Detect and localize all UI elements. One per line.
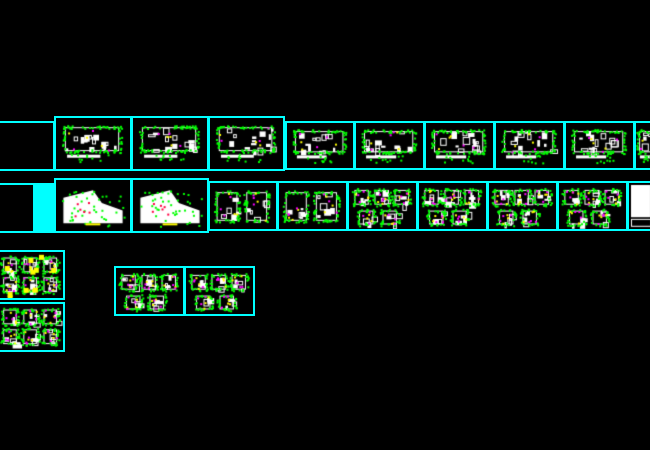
sheet-floor-plan-3[interactable] [208,116,285,171]
sheet-elevation-1[interactable] [54,178,132,233]
sheet-detail-3[interactable] [487,181,558,231]
title-block [33,185,53,231]
drawing-linework [636,123,650,168]
drawing-linework [56,180,130,231]
sheet-detail-2[interactable] [417,181,488,231]
sheet-floor-plan-1[interactable] [54,116,132,171]
sheet-detail-4[interactable] [557,181,628,231]
sheet-floor-plan-2[interactable] [131,116,209,171]
sheet-floor-plan-9[interactable] [634,121,650,170]
drawing-linework [629,183,650,229]
sheet-node-detail-1[interactable] [0,250,65,300]
drawing-linework [133,118,207,169]
drawing-linework [559,183,626,229]
drawing-linework [419,183,486,229]
drawing-linework [566,123,633,168]
sheet-notes[interactable] [627,181,650,231]
sheet-section-1[interactable] [208,181,278,231]
drawing-linework [356,123,423,168]
sheet-detail-1[interactable] [347,181,418,231]
drawing-linework [210,118,283,169]
drawing-linework [287,123,353,168]
drawing-linework [116,268,183,314]
drawing-linework [349,183,416,229]
sheet-floor-plan-6[interactable] [424,121,495,170]
drawing-linework [489,183,556,229]
sheet-floor-plan-8[interactable] [564,121,635,170]
sheet-stair-detail-2[interactable] [184,266,255,316]
sheet-floor-plan-4[interactable] [285,121,355,170]
drawing-linework [496,123,563,168]
drawing-linework [0,304,63,350]
sheet-floor-plan-5[interactable] [354,121,425,170]
drawing-linework [186,268,253,314]
drawing-linework [426,123,493,168]
drawing-linework [279,183,346,229]
sheet-cover-frame[interactable] [0,121,55,171]
sheet-elevation-2[interactable] [131,178,209,233]
drawing-linework [0,252,63,298]
drawing-linework [56,118,130,169]
sheet-section-2[interactable] [277,181,348,231]
sheet-node-detail-2[interactable] [0,302,65,352]
sheet-stair-detail-1[interactable] [114,266,185,316]
sheet-floor-plan-7[interactable] [494,121,565,170]
drawing-linework [133,180,207,231]
drawing-linework [210,183,276,229]
sheet-index[interactable] [0,183,55,233]
